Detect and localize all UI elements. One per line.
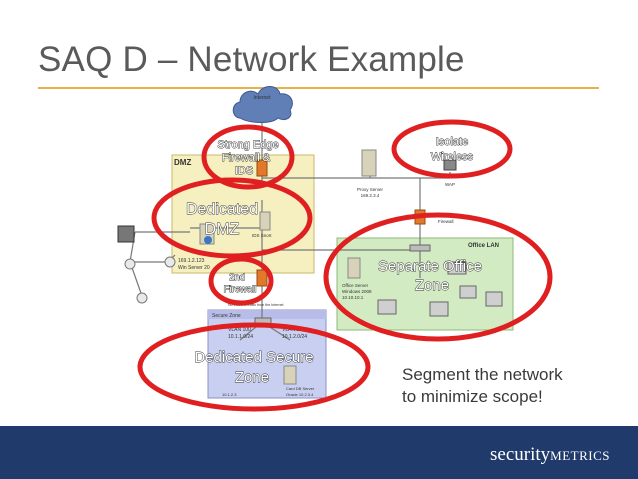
callout-firewall2-line2: Firewall [224,284,257,295]
secure-zone-label: Secure Zone [212,313,241,319]
callout-office-line1: Separate Office [378,258,482,275]
office-switch-icon [409,244,431,252]
network-diagram: Internet Proxy Server 169.2.3.4 WAP Fire… [117,86,553,412]
router-icon-b [136,292,148,304]
callout-dmz-line2: DMZ [205,221,240,238]
office-lan-label: Office LAN [468,243,499,249]
workstation-icon [485,291,503,307]
slide-title: SAQ D – Network Example [38,40,465,79]
proxy-ip: 169.2.3.4 [361,193,380,198]
callout-edge-line2: Firewall & [222,152,271,164]
callout-firewall2-line1: 2nd [229,272,245,283]
no-inbound-note: No inbound traffic from the Internet [228,303,283,307]
callout-ring-office [323,212,553,342]
edge-firewall-icon [256,159,268,177]
router-icon-a [124,258,136,270]
title-divider [38,87,599,89]
office-os-label: Windows 2008 [342,289,372,294]
internet-label: Internet [254,95,272,101]
callout-edge-line1: Strong Edge [217,139,278,151]
firewall-label: Firewall [438,219,454,224]
card-db-server-icon [283,365,297,385]
caption-line-1: Segment the network [402,365,563,384]
wap-label: WAP [445,182,455,187]
office-lan-zone [336,237,514,331]
vlan100-label: VLAN 100 [228,327,251,333]
proxy-label: Proxy Server [357,187,384,192]
win-ip: 169.1.2.123 [178,258,205,264]
office-workstations [377,261,503,317]
net-ip-label: 10.1.2.3 [222,392,237,397]
callout-wireless-line2: Wireless [431,151,474,163]
dmz-label: DMZ [174,158,191,167]
footer-bar: securityMETRICS [0,426,638,479]
office-server-label: Office Server [342,283,369,288]
card-db-os: Oracle 10.2.3.4 [286,392,314,397]
callout-ring-dmz [151,177,313,259]
win-server-label: Win Server 20 [178,265,210,271]
workstation-icon [429,301,449,317]
internet-cloud-icon: Internet [232,86,293,123]
caption-line-2: to minimize scope! [402,387,543,406]
callout-ring-firewall2 [208,256,274,306]
workstation-icon [377,299,397,315]
second-firewall-icon [256,269,268,287]
secure-zone-header [208,310,326,319]
wap-icon [443,159,457,171]
callout-ring-edge [201,124,295,190]
proxy-server-icon [361,149,377,177]
callout-ring-wireless [391,119,513,179]
brand-part2: METRICS [550,448,610,463]
payment-printer-icon [117,225,135,243]
callout-secure-line2: Zone [235,369,269,386]
brand-part1: security [490,444,551,465]
callout-wireless-line1: Isolate [436,136,468,148]
caption: Segment the network to minimize scope! [402,364,563,408]
callout-edge-line3: IDS [235,165,253,177]
ids-server-icon [259,211,271,231]
callout-secure-line1: Dedicated Secure [194,349,313,366]
callout-rings [137,119,553,412]
workstation-icon [459,285,477,299]
router-icon-c [164,256,176,268]
office-server-icon [347,257,361,279]
vlan200-label: VLAN 200 [282,327,305,333]
office-ip-label: 10.10.10.1 [342,295,364,300]
globe-icon [204,236,212,244]
brand-logo: securityMETRICS [490,444,610,466]
callout-dmz-line1: Dedicated [186,201,258,218]
callout-ring-secure [137,322,371,412]
ids-label: IDS Snort [252,233,272,238]
vlan100-net: 10.1.1.0/24 [228,334,253,340]
callout-office-line2: Zone [415,277,449,294]
printer-icon [447,261,467,275]
card-db-label: Card DB Server [286,386,315,391]
vlan200-net: 10.1.2.0/24 [282,334,307,340]
